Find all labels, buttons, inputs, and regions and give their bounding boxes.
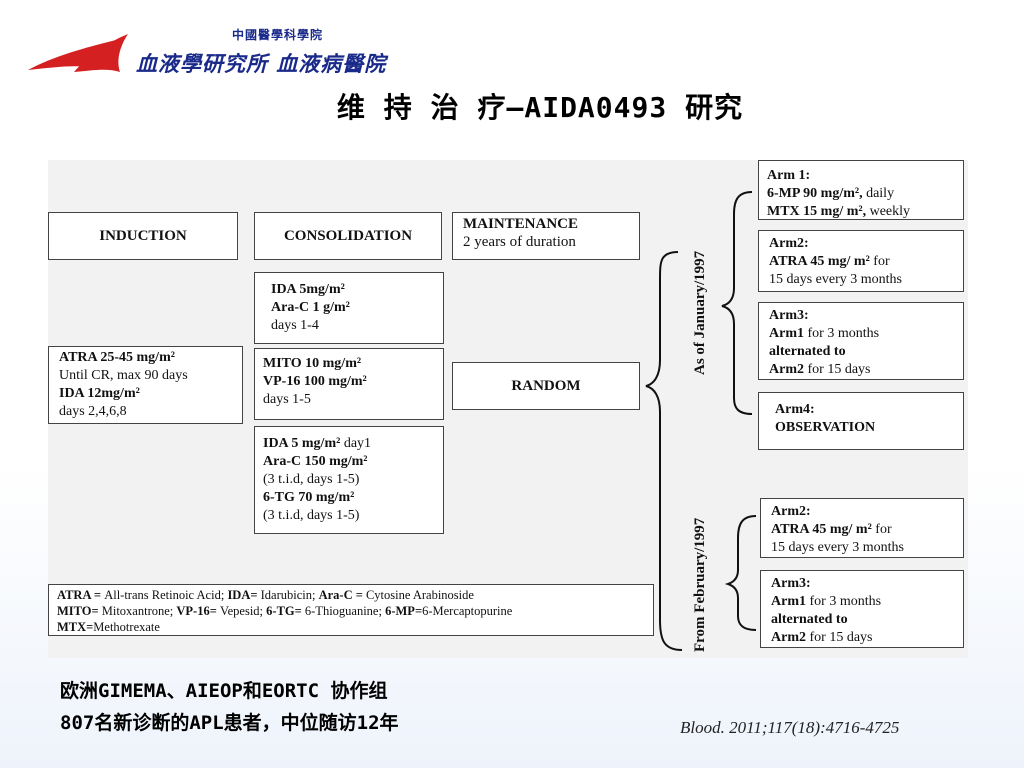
consolidation-course-1: IDA 5mg/m² Ara-C 1 g/m² days 1-4 bbox=[254, 272, 444, 344]
consolidation-course-2: MITO 10 mg/m² VP-16 100 mg/m² days 1-5 bbox=[254, 348, 444, 420]
study-group-text: 欧洲GIMEMA、AIEOP和EORTC 协作组 bbox=[60, 680, 388, 702]
arm-2-box-bottom: Arm2: ATRA 45 mg/ m² for 15 days every 3… bbox=[760, 498, 964, 558]
maintenance-header: MAINTENANCE 2 years of duration bbox=[452, 212, 640, 260]
logo-text-top: 中國醫學科學院 bbox=[232, 28, 324, 42]
logo-text-bottom: 血液學研究所 血液病醫院 bbox=[136, 51, 387, 76]
abbr-row-2: MITO= Mitoxantrone; VP-16= Vepesid; 6-TG… bbox=[57, 604, 513, 618]
arm-4-box: Arm4: OBSERVATION bbox=[758, 392, 964, 450]
consolidation-course-3: IDA 5 mg/m² day1 Ara-C 150 mg/m² (3 t.i.… bbox=[254, 426, 444, 534]
random-box: RANDOM bbox=[452, 362, 640, 410]
citation: Blood. 2011;117(18):4716-4725 bbox=[680, 718, 900, 737]
induction-header: INDUCTION bbox=[48, 212, 238, 260]
slide-title: 维 持 治 疗—AIDA0493 研究 bbox=[336, 91, 744, 124]
patient-count-text: 807名新诊断的APL患者，中位随访12年 bbox=[60, 712, 399, 734]
consolidation-header: CONSOLIDATION bbox=[254, 212, 442, 260]
institute-logo bbox=[28, 34, 128, 72]
arm-3-box-bottom: Arm3: Arm1 for 3 months alternated to Ar… bbox=[760, 570, 964, 648]
abbreviations-box: ATRA = All-trans Retinoic Acid; IDA= Ida… bbox=[48, 584, 654, 636]
arm-1-box: Arm 1: 6-MP 90 mg/m², daily MTX 15 mg/ m… bbox=[758, 160, 964, 220]
side-label-january: As of January/1997 bbox=[692, 250, 708, 375]
abbr-row-1: ATRA = All-trans Retinoic Acid; IDA= Ida… bbox=[57, 588, 474, 602]
abbr-row-3: MTX=Methotrexate bbox=[57, 620, 160, 634]
arm-3-box-top: Arm3: Arm1 for 3 months alternated to Ar… bbox=[758, 302, 964, 380]
induction-regimen-box: ATRA 25-45 mg/m² Until CR, max 90 days I… bbox=[48, 346, 243, 424]
side-label-february: From February/1997 bbox=[692, 517, 708, 652]
arm-2-box-top: Arm2: ATRA 45 mg/ m² for 15 days every 3… bbox=[758, 230, 964, 292]
